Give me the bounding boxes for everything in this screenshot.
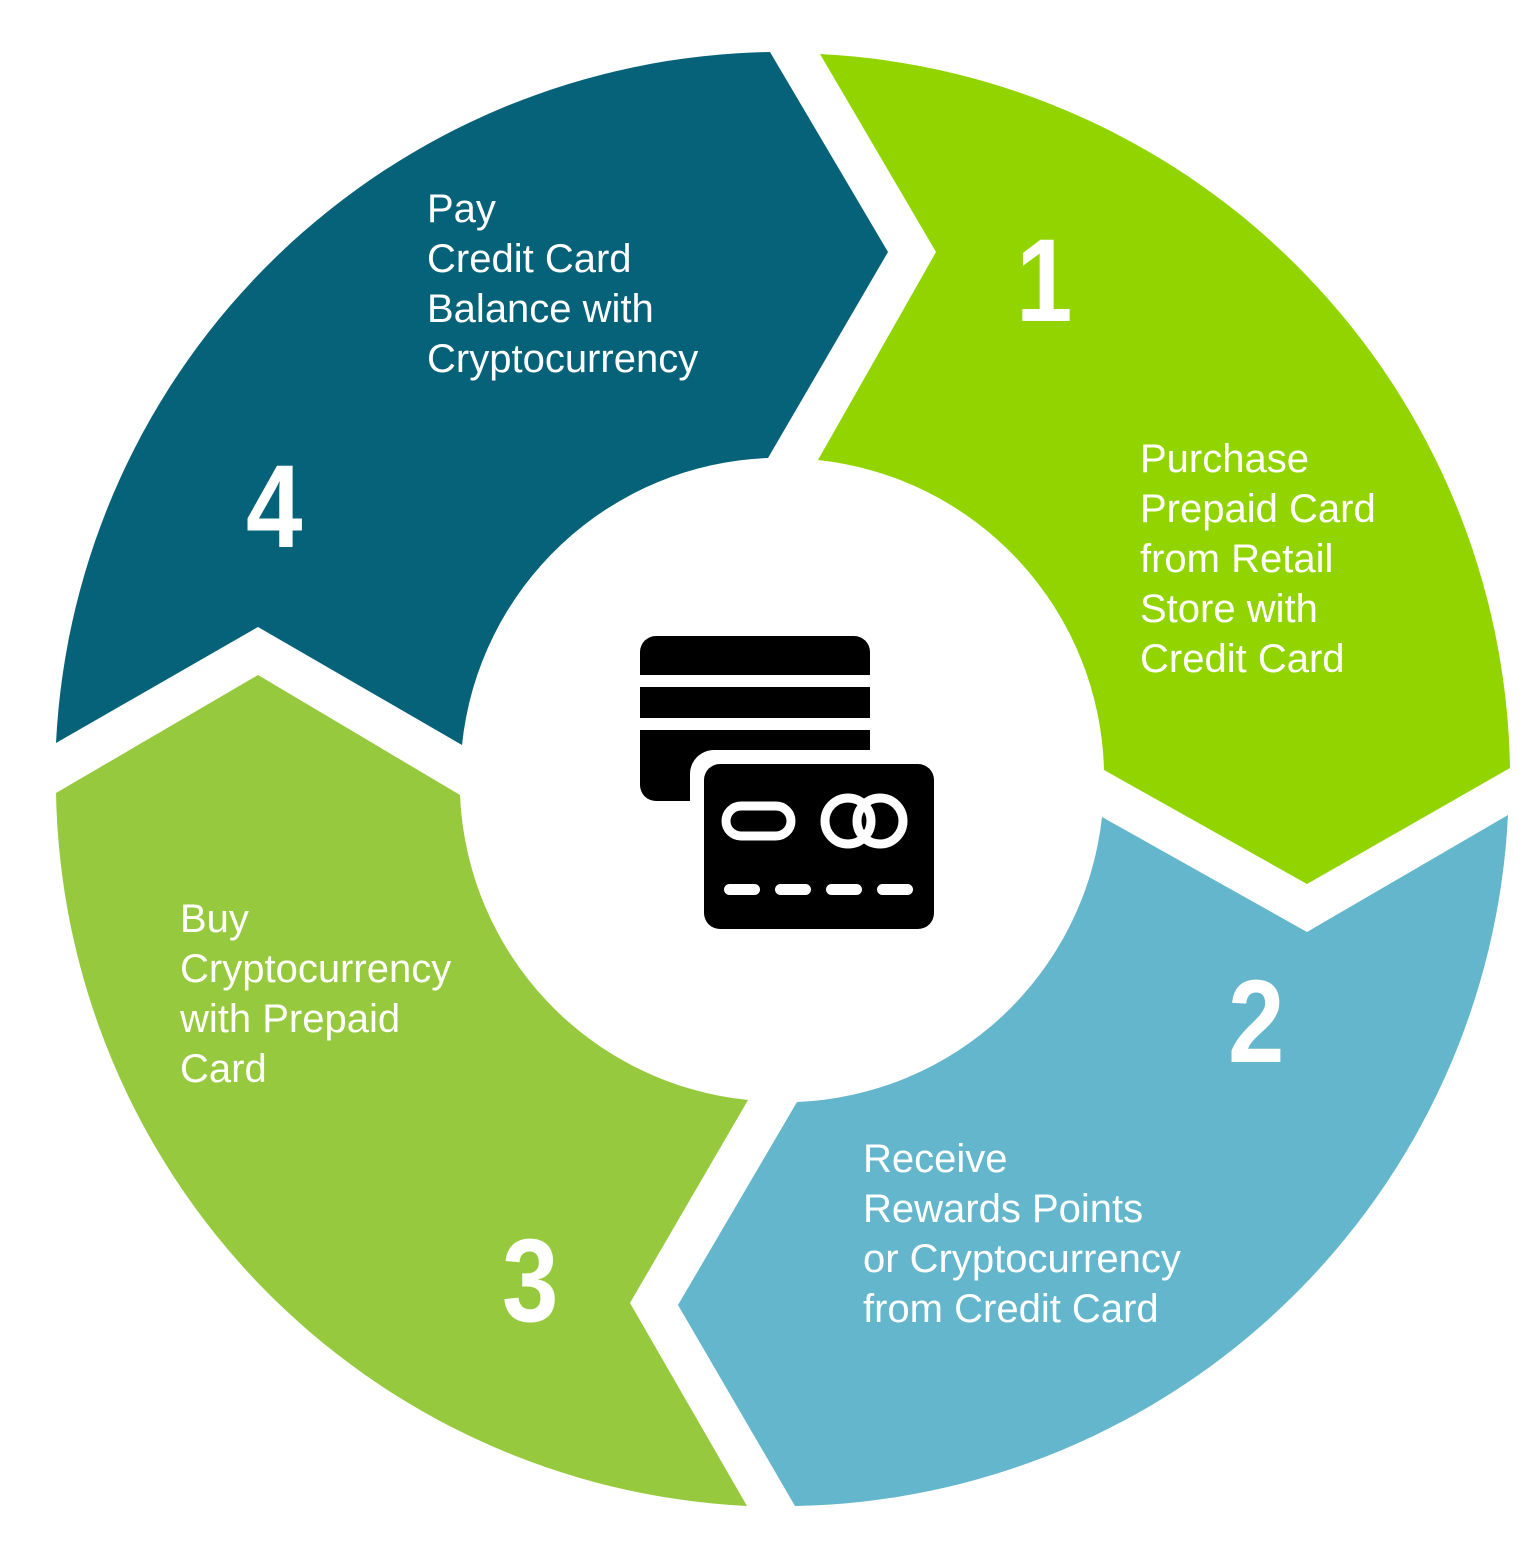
step-label-line: Receive [863,1137,1008,1181]
step-label-line: Balance with [427,287,654,331]
step-label-line: Credit Card [427,237,632,281]
step-label-line: from Credit Card [863,1287,1159,1331]
card-number-dash [775,884,811,895]
back-card-stripe [640,675,870,687]
step-label-line: Store with [1140,587,1318,631]
card-number-dash [826,884,862,895]
step-label-line: Cryptocurrency [180,947,452,991]
card-number-dash [724,884,760,895]
step-number-2: 2 [1228,956,1285,1088]
step-label-line: Rewards Points [863,1187,1144,1231]
step-label-line: Cryptocurrency [427,337,699,381]
step-label-3: Buy Cryptocurrency with Prepaid Card [180,894,451,1094]
segment-step-3 [56,675,748,1506]
step-label-1: Purchase Prepaid Card from Retail Store … [1140,434,1376,684]
card-number-dash [877,884,913,895]
step-label-line: Credit Card [1140,637,1345,681]
credit-cards-icon [640,636,946,942]
step-number-3: 3 [502,1215,559,1347]
front-card-shape [704,764,934,929]
back-card-stripe [640,718,870,730]
segment-step-1 [818,54,1510,884]
step-label-line: from Retail [1140,537,1334,581]
step-number-4: 4 [246,441,303,573]
step-label-line: Pay [427,187,496,231]
card-chip-shape [721,801,796,841]
card-logo-circle [852,793,908,849]
segment-step-4 [56,52,888,745]
step-number-1: 1 [1016,215,1073,347]
step-label-line: Buy [180,897,249,941]
segment-step-2 [678,815,1508,1506]
step-label-line: Card [180,1047,267,1091]
step-label-4: Pay Credit Card Balance with Cryptocurre… [427,184,698,384]
step-label-2: Receive Rewards Points or Cryptocurrency… [863,1134,1181,1334]
step-label-line: or Cryptocurrency [863,1237,1181,1281]
card-logo-circle [820,793,876,849]
step-label-line: Prepaid Card [1140,487,1376,531]
step-label-line: Purchase [1140,437,1309,481]
step-label-line: with Prepaid [180,997,401,1041]
